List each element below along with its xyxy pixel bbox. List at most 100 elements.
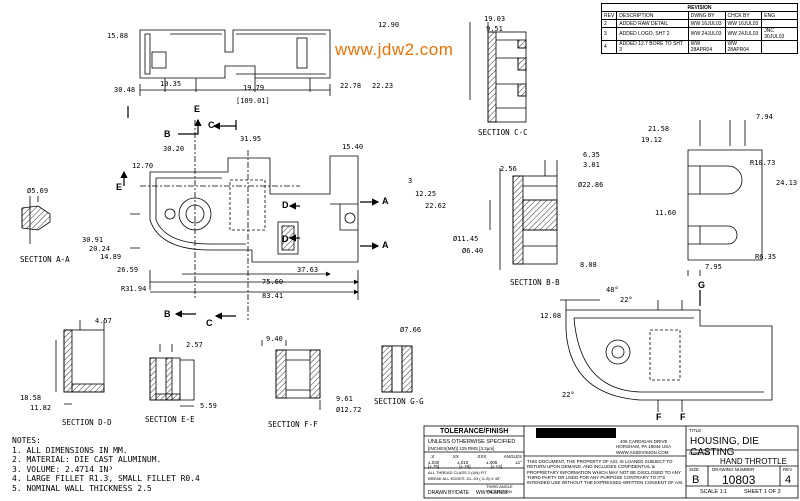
dim-4-57: 4.57 [95,317,112,325]
cut-letter-g: G [698,280,706,290]
rev-cell [761,19,798,28]
dim-12-08: 12.08 [540,312,562,320]
rev-cell: ADDED 12.7 BORE TO SHT 3 [616,40,689,54]
dim-dia-6-40: Ø6.40 [462,247,484,255]
rev-head: DESCRIPTION [616,11,689,20]
label-section-d-d: SECTION D-D [62,418,112,427]
dim-30-91: 30.91 [82,236,104,244]
dim-24-13: 24.13 [776,179,798,187]
dim-dia-5-69: Ø5.69 [27,187,49,195]
dim-30-20: 30.20 [163,145,185,153]
cut-letter-e: E [194,104,201,114]
tol-mm: [±.25] [459,464,471,469]
rev-cell: WW 28APR04 [724,40,763,54]
cut-letter-b: B [164,309,171,319]
rev-value: 4 [785,474,792,486]
drawing-number: 10803 [722,473,756,487]
rev-cell: 3 [600,27,618,41]
note-item: 1. ALL DIMENSIONS IN MM. [12,445,128,455]
dim-angle-22b: 22° [562,391,575,399]
right-side-view [687,120,763,276]
dim-11-60: 11.60 [655,209,677,217]
note-item: 5. NOMINAL WALL THICKNESS 2.5 [12,483,152,493]
cut-letter-a: A [382,240,389,250]
label-section-e-e: SECTION E-E [145,415,195,424]
tolerance-col-mm: [±.75] [±.25] [±.13] [428,464,522,469]
tol-val: ±.010 [457,460,469,465]
label-section-f-f: SECTION F-F [268,420,318,429]
rev-cell: WW 24JUL03 [724,27,763,41]
main-front-view [130,120,359,320]
section-e-e [149,344,195,407]
dim-19-03: 19.03 [484,15,506,23]
cut-letter-c: C [206,318,213,328]
dim-2-56: 2.56 [500,165,517,173]
tolerance-col-heads: .X .XX .XXX ANGLES [430,454,522,459]
dim-7-95: 7.95 [705,263,722,271]
section-c-c [469,22,527,123]
rev-cell: WW 28APR04 [687,40,726,54]
tolerance-units: [INCHES(MM)] 125 RMS [3.2μm] [428,446,495,451]
dim-7-94: 7.94 [756,113,773,121]
title-block-frame [423,425,799,499]
cut-letter-f: F [680,412,686,422]
drawn-by-value: WW 04JUN03 [476,490,508,496]
dim-19-12: 19.12 [641,136,663,144]
dim-75-60: 75.60 [262,278,284,286]
label-section-g-g: SECTION G-G [374,397,424,406]
company-address-2: HORSHAM, PA 19044 USA [616,444,672,449]
dim-11-82: 11.82 [30,404,52,412]
dim-14-89: 14.89 [100,253,122,261]
size-label: SIZE [689,467,700,472]
watermark: www.jdw2.com [335,40,454,59]
tol-head: .XX [451,454,459,459]
dim-37-63: 37.63 [297,266,319,274]
rev-cell: ADDED RAW DETAIL [616,19,689,28]
dim-angle-22a: 22° [620,296,633,304]
tol-head: .X [430,454,435,459]
label-section-b-b: SECTION B-B [510,278,560,287]
dim-109-01: [109.01] [236,97,270,105]
dim-9-51: 9.51 [486,25,503,33]
tolerance-break: BREAK ALL EDGES .01-.03 (.3-.8) X 45° [428,476,501,481]
tolerance-heading: TOLERANCE/FINISH [440,428,509,435]
tolerance-col-vals: ±.030 ±.010 ±.005 ±1° [428,460,522,465]
dim-10-35: 10.35 [160,80,182,88]
tol-head: ANGLES [503,454,522,459]
drawing-title: HOUSING, DIE CASTING [690,436,759,458]
cut-letter-d: D [282,200,289,210]
dim-3-81: 3.81 [583,161,600,169]
drawn-by-label: DRAWN BY/DATE [428,490,470,496]
dim-6-35: 6.35 [583,151,600,159]
cut-letter-f: F [656,412,662,422]
rev-head: REV [600,11,618,20]
cut-letter-a: A [382,196,389,206]
tol-val: ±.005 [486,460,498,465]
dim-r10-73: R10.73 [750,159,776,167]
dim-18-58: 18.58 [20,394,42,402]
dim-30-48: 30.48 [114,86,136,94]
dim-26-59: 26.59 [117,266,139,274]
dim-22-62: 22.62 [425,202,447,210]
dim-9-40: 9.40 [266,335,283,343]
cut-letter-b: B [164,129,171,139]
rev-head: DWNG BY [687,11,726,20]
tol-val: ±1° [515,460,522,465]
company-web: WWW.ASIDIVISION.COM [616,450,669,455]
title-label: TITLE [689,428,702,433]
company-address-1: 406 CARDIGAN DRIVE [620,439,668,444]
tol-head: .XXX [476,454,487,459]
tolerance-unless: UNLESS OTHERWISE SPECIFIED [428,439,516,445]
rev-cell: JNC 30JUL03 [761,27,798,41]
rev-head: ENG [761,11,798,20]
dim-19-79: 19.79 [243,84,265,92]
tolerance-thread: ALL THREAD CLASS 2 (UN) FIT [428,470,487,475]
dim-r6-35: R6.35 [755,253,777,261]
rev-cell: WW 16JUL03 [724,19,763,28]
revision-title: REVISION [601,3,798,12]
dim-15-88: 15.88 [107,32,129,40]
rev-cell: WW 16JUL03 [687,19,726,28]
dim-22-23: 22.23 [372,82,394,90]
dim-angle-48: 48° [606,286,619,294]
